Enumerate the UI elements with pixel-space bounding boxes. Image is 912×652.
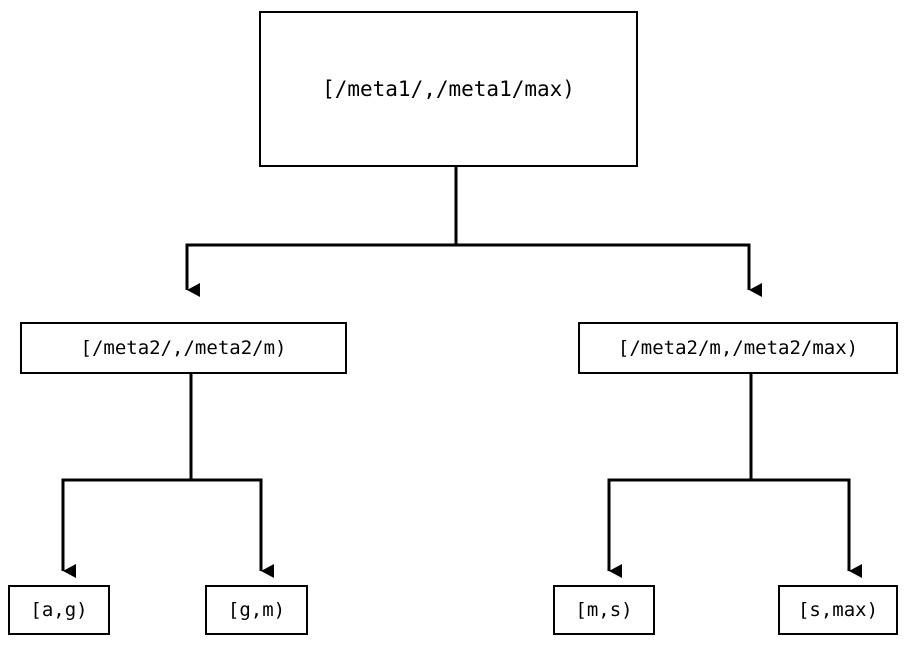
tree-node-leaf-ms-label: [m,s) (575, 598, 633, 621)
tree-node-leaf-gm-label: [g,m) (227, 598, 286, 621)
tree-node-leaf-ag-label: [a,g) (30, 598, 88, 621)
edge-meta2-low-to-leaf-ag (61, 374, 193, 578)
tree-node-root-label: [/meta1/,/meta1/max) (322, 76, 575, 101)
tree-node-leaf-ag[interactable]: [a,g) (8, 585, 110, 635)
edge-root-to-meta2-high (456, 243, 762, 297)
tree-node-root[interactable]: [/meta1/,/meta1/max) (259, 11, 638, 167)
edge-meta2-high-to-leaf-smax (751, 478, 862, 578)
tree-node-leaf-smax[interactable]: [s,max) (778, 585, 898, 635)
edge-meta2-high-to-leaf-ms (607, 374, 753, 578)
edge-root-to-meta2-low (185, 167, 458, 297)
tree-node-meta2-low-label: [/meta2/,/meta2/m) (80, 336, 287, 359)
tree-node-meta2-high-label: [/meta2/m,/meta2/max) (617, 336, 859, 359)
tree-node-leaf-smax-label: [s,max) (797, 598, 879, 621)
tree-node-meta2-high[interactable]: [/meta2/m,/meta2/max) (578, 322, 898, 374)
tree-node-meta2-low[interactable]: [/meta2/,/meta2/m) (20, 322, 347, 374)
edge-meta2-low-to-leaf-gm (191, 478, 274, 578)
tree-node-leaf-ms[interactable]: [m,s) (553, 585, 655, 635)
tree-node-leaf-gm[interactable]: [g,m) (205, 585, 308, 635)
